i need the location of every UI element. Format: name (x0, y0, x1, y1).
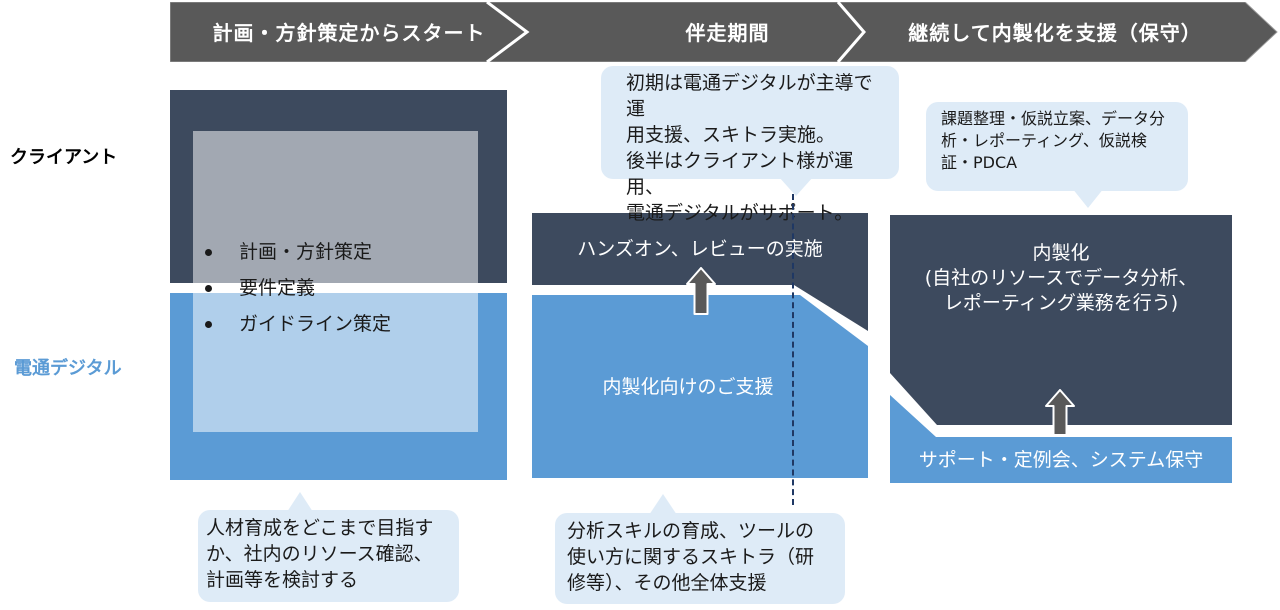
row-label-dentsu: 電通デジタル (14, 358, 122, 379)
callout-phase2-bottom: 分析スキルの育成、ツールの 使い方に関するスキトラ（研 修等）、その他全体支援 (555, 513, 845, 604)
banner-arrow-shape (170, 2, 1278, 62)
bullet-label: ガイドライン策定 (239, 313, 392, 335)
callout-tail-icon (287, 492, 313, 512)
callout-tail-icon (649, 494, 677, 515)
row-label-client: クライアント (10, 147, 118, 168)
phase2-dentsu-area (532, 295, 868, 478)
callout-tail-icon (1072, 188, 1104, 208)
phase2-dentsu-label: 内製化向けのご支援 (602, 376, 774, 398)
bullet-label: 要件定義 (239, 277, 316, 299)
phase2-client-label: ハンズオン、レビューの実施 (577, 238, 823, 260)
phase1-overlap-panel (193, 131, 478, 432)
bullet-item: 要件定義 (205, 270, 490, 306)
bullet-item: 計画・方針策定 (205, 234, 490, 270)
chevron-separator-icon (486, 2, 530, 62)
phase-label-2: 伴走期間 (685, 21, 770, 45)
phase3-dentsu-label: サポート・定例会、システム保守 (918, 449, 1204, 471)
up-arrow-icon (1045, 389, 1075, 436)
callout-phase1-bottom: 人材育成をどこまで目指す か、社内のリソース確認、 計画等を検討する (198, 510, 459, 602)
phase3-client-label: 内製化 (自社のリソースでデータ分析、 レポーティング業務を行う) (924, 242, 1198, 314)
phase3-dentsu-area (890, 395, 1232, 483)
bullet-dot-icon (205, 321, 212, 328)
up-arrow-icon (686, 267, 716, 315)
phase1-bullet-list: 計画・方針策定 要件定義 ガイドライン策定 (205, 234, 490, 342)
phase-label-1: 計画・方針策定からスタート (212, 21, 486, 45)
callout-phase3-top: 課題整理・仮説立案、データ分 析・レポーティング、仮説検 証・PDCA (926, 102, 1188, 191)
bullet-item: ガイドライン策定 (205, 306, 490, 342)
phase3-blocks (890, 215, 1232, 483)
bullet-dot-icon (205, 285, 212, 292)
callout-phase2-top: 初期は電通デジタルが主導で運 用支援、スキトラ実施。 後半はクライアント様が運用… (601, 66, 899, 224)
phase-label-3: 継続して内製化を支援（保守） (908, 21, 1202, 45)
bullet-label: 計画・方針策定 (239, 241, 373, 263)
bullet-dot-icon (205, 249, 212, 256)
process-banner (170, 2, 1278, 62)
phase3-client-area (890, 215, 1232, 425)
chevron-separator-icon (836, 2, 866, 62)
callout-tail-icon (779, 177, 813, 196)
transition-dashed-line (792, 194, 794, 505)
